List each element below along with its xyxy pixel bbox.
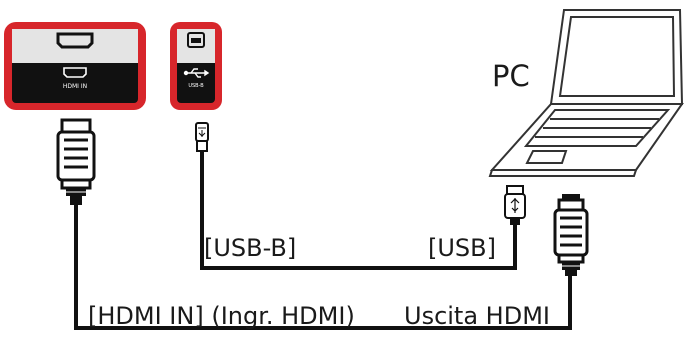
- hdmi-in-port-panel: HDMI IN: [4, 22, 146, 110]
- hdmi-small-icon: [63, 67, 87, 78]
- hdmi-port-label: HDMI IN: [63, 83, 87, 90]
- hdmi-in-label: [HDMI IN] (Ingr. HDMI): [88, 302, 355, 330]
- usb-a-plug-icon: [504, 185, 526, 225]
- usb-cable: [200, 150, 517, 270]
- laptop-icon: [488, 9, 684, 177]
- usb-b-plug-icon: [195, 122, 209, 152]
- usb-label: [USB]: [428, 234, 496, 262]
- hdmi-cable: [74, 205, 572, 330]
- usb-b-label: [USB-B]: [204, 234, 297, 262]
- usb-b-port-icon: [187, 32, 205, 48]
- usb-b-port-panel: USB-B: [170, 22, 222, 110]
- usb-port-label: USB-B: [188, 83, 204, 89]
- hdmi-plug-left-icon: [56, 118, 96, 205]
- hdmi-out-label: Uscita HDMI: [404, 302, 550, 330]
- hdmi-plug-right-icon: [553, 194, 589, 276]
- pc-label: PC: [492, 59, 530, 93]
- hdmi-port-icon: [56, 32, 94, 49]
- usb-symbol-icon: [183, 68, 210, 78]
